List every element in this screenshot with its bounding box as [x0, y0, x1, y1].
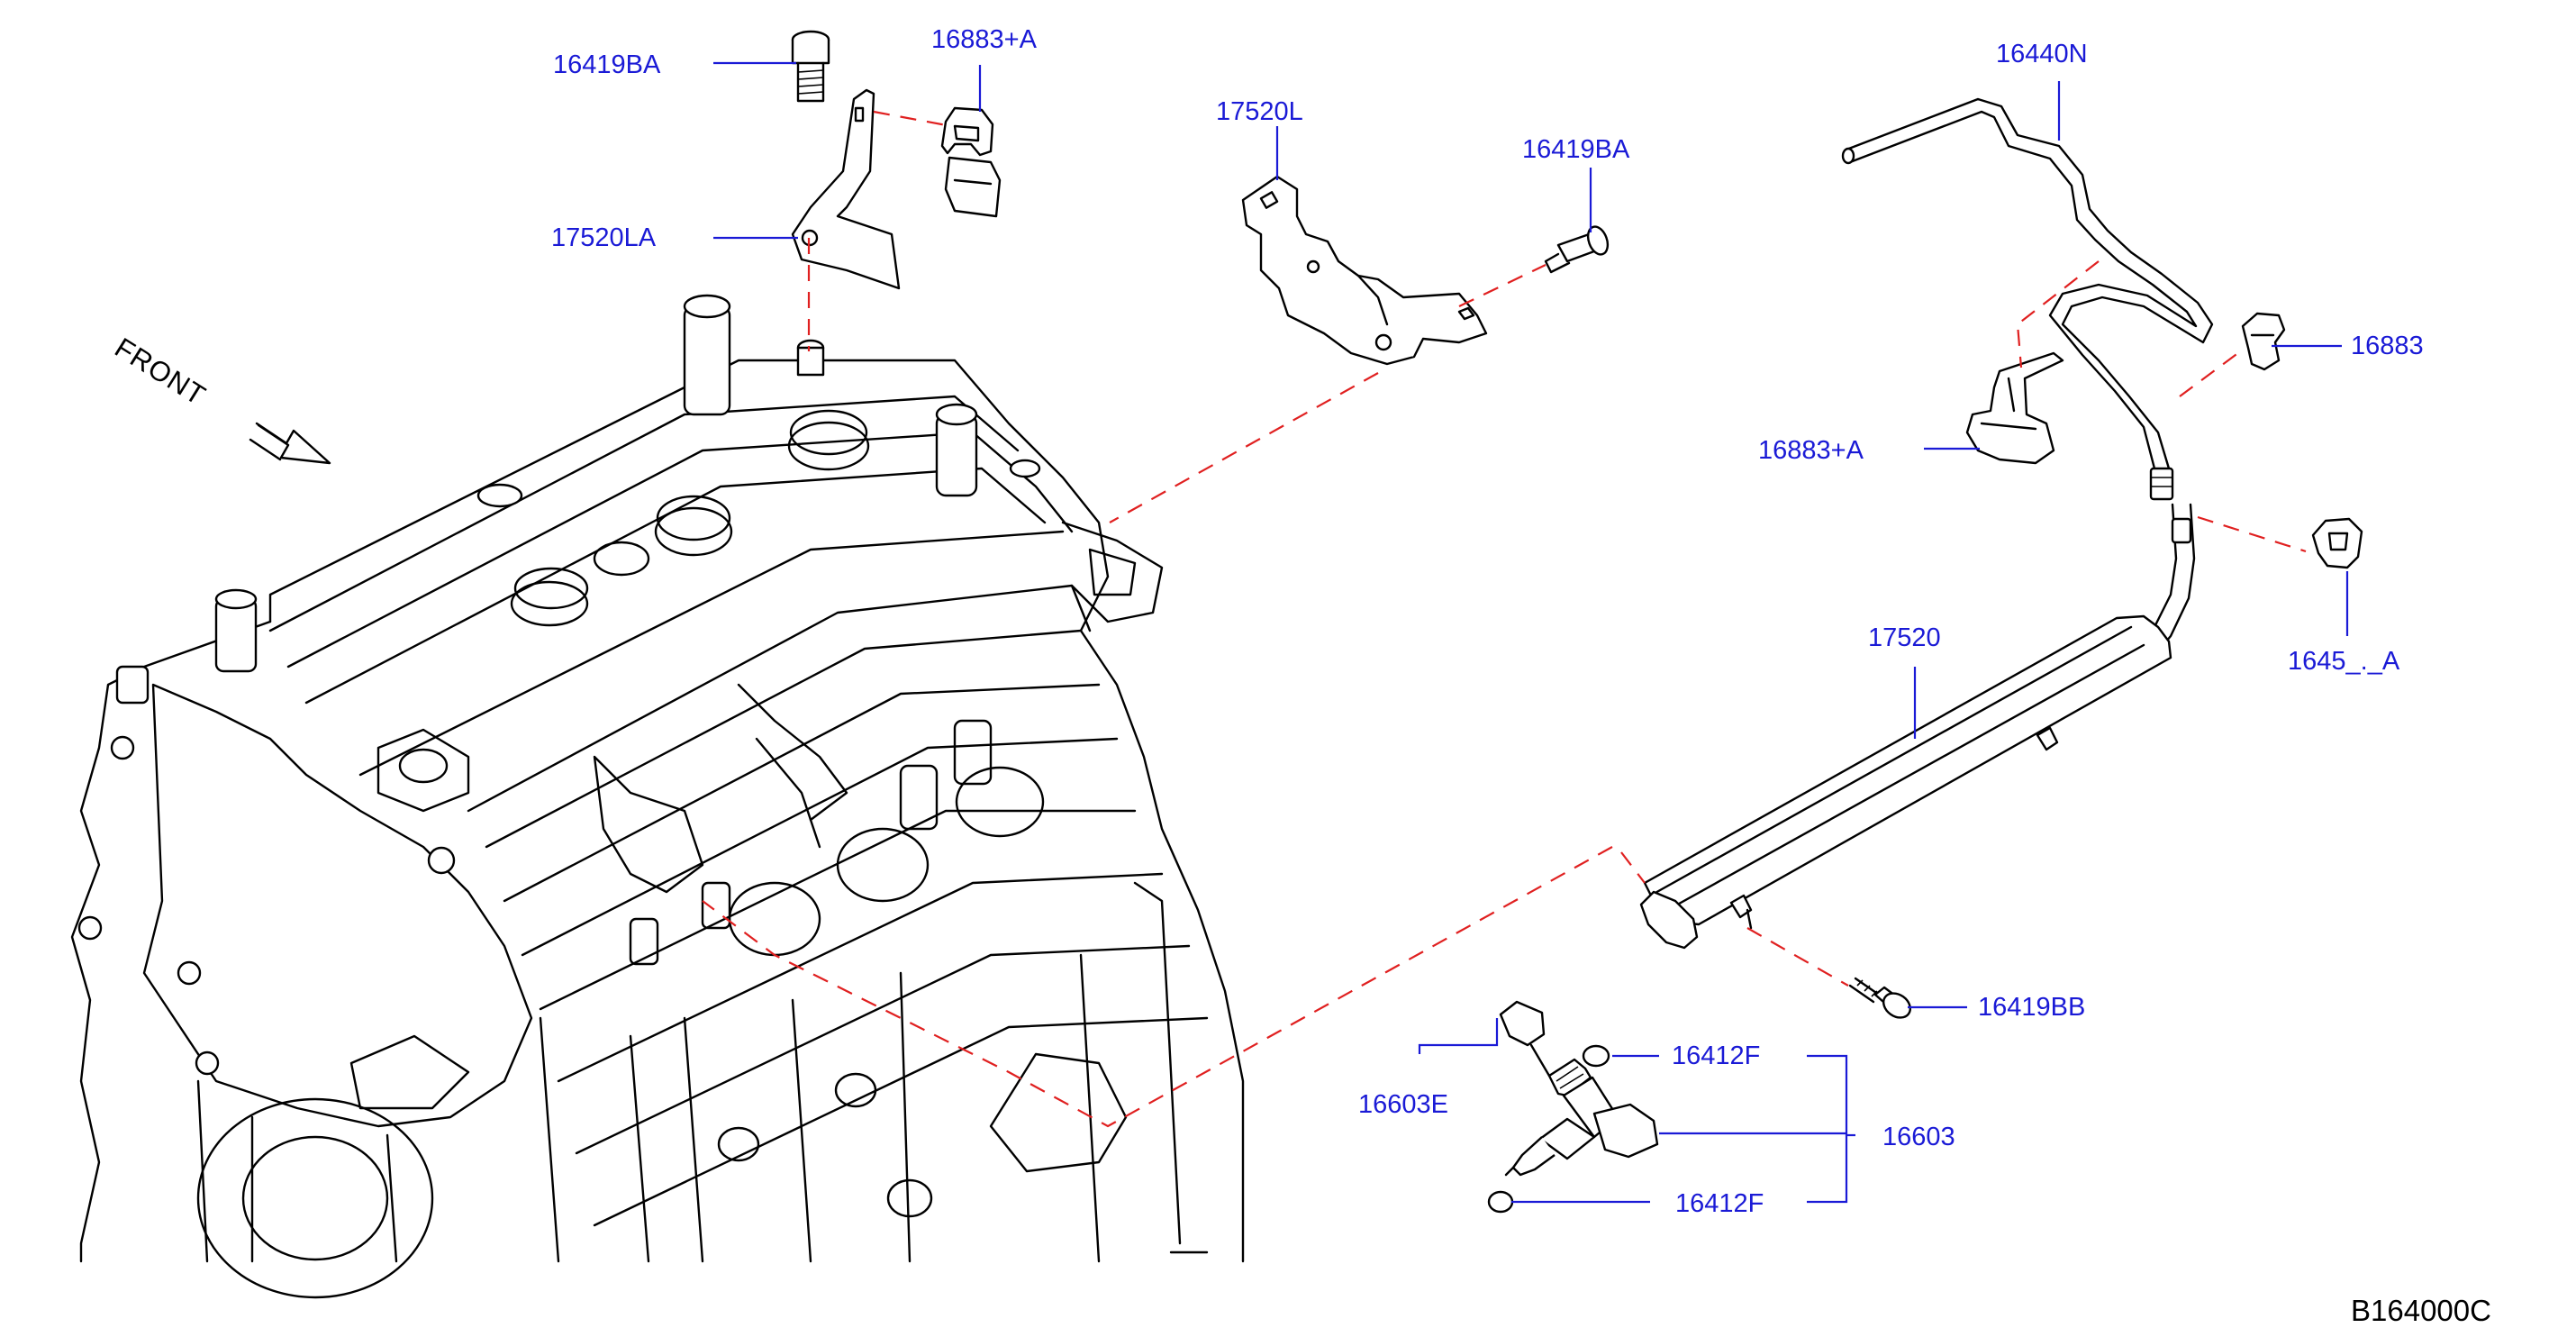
callout-16419ba-top: 16419BA: [553, 50, 661, 79]
clip-1645a: [2311, 517, 2363, 569]
clip-16883: [2241, 312, 2286, 371]
clip-16883a-middle: [1965, 351, 2064, 465]
callout-1645a: 1645_._A: [2288, 647, 2400, 676]
callout-16412f-bottom: 16412F: [1675, 1189, 1764, 1218]
bracket-17520la: [791, 88, 901, 290]
callout-leader-lines: [713, 61, 2349, 1204]
callout-16412f-top: 16412F: [1672, 1041, 1761, 1070]
fuel-rail-17520: [1639, 503, 2196, 950]
bolt-16419ba-right: [1544, 225, 1610, 274]
bolt-16419ba-top: [791, 30, 830, 103]
clip-16883a-top: [940, 106, 1002, 218]
assembly-guide-lines: [702, 110, 2307, 1128]
callout-16419ba-right: 16419BA: [1522, 135, 1630, 164]
callout-17520: 17520: [1868, 623, 1941, 652]
callout-16883: 16883: [2351, 332, 2424, 360]
bracket-17520l: [1241, 175, 1488, 366]
fuel-hose-16440n: [1841, 97, 2214, 501]
callout-16603e: 16603E: [1358, 1090, 1448, 1119]
callout-16883a-top: 16883+A: [931, 25, 1037, 54]
front-direction-arrow-icon: [249, 422, 331, 465]
callout-17520la: 17520LA: [551, 223, 657, 252]
callout-16440n: 16440N: [1996, 40, 2088, 68]
callout-16603: 16603: [1882, 1123, 1955, 1151]
callout-16419bb: 16419BB: [1978, 993, 2086, 1022]
callout-17520l: 17520L: [1216, 97, 1303, 126]
diagram-code: B164000C: [2351, 1294, 2491, 1327]
engine-block-illustration: [70, 294, 1245, 1299]
bolt-16419bb: [1848, 977, 1912, 1019]
fuel-injector-16603: [1487, 1000, 1659, 1214]
callout-16883a-middle: 16883+A: [1758, 436, 1864, 465]
